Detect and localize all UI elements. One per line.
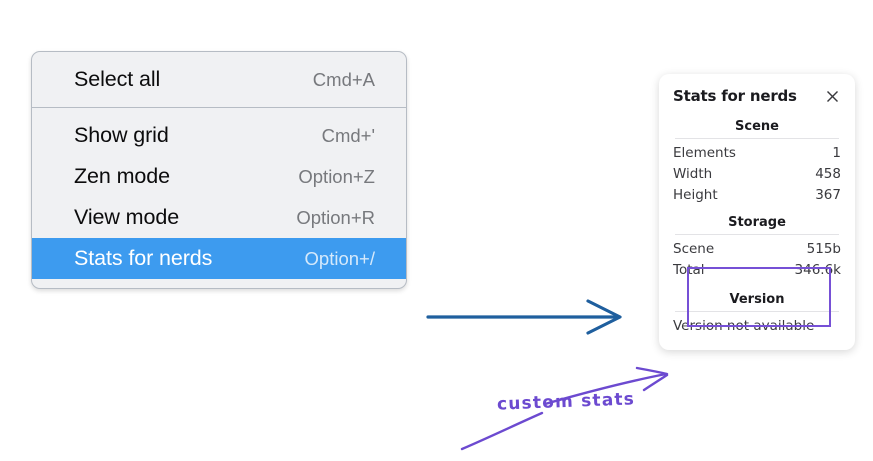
menu-item-view-mode[interactable]: View mode Option+R bbox=[32, 197, 406, 238]
page-title: Stats for nerds bbox=[673, 87, 797, 105]
section-divider bbox=[675, 138, 839, 139]
stat-row: Height 367 bbox=[673, 185, 841, 206]
stat-key: Elements bbox=[673, 145, 736, 161]
stats-panel: Stats for nerds Scene Elements 1 Width bbox=[659, 74, 855, 350]
section-heading: Scene bbox=[735, 119, 779, 134]
menu-group-1: Select all Cmd+A bbox=[32, 59, 406, 100]
stat-value: 367 bbox=[815, 187, 841, 203]
stat-key: Scene bbox=[673, 241, 715, 257]
flow-arrow-icon bbox=[426, 299, 622, 335]
menu-group-2: Show grid Cmd+' Zen mode Option+Z View m… bbox=[32, 107, 406, 279]
close-icon[interactable] bbox=[824, 88, 841, 105]
menu-item-shortcut: Option+Z bbox=[298, 165, 375, 187]
menu-item-label: Zen mode bbox=[74, 164, 171, 188]
section-storage: Storage Scene 515b Total 346.6k bbox=[673, 213, 841, 281]
menu-item-label: View mode bbox=[74, 205, 180, 229]
stat-value: 515b bbox=[806, 241, 841, 257]
section-divider bbox=[675, 234, 839, 235]
section-divider bbox=[675, 311, 839, 312]
menu-item-shortcut: Cmd+' bbox=[321, 124, 375, 146]
menu-item-label: Show grid bbox=[74, 123, 169, 147]
menu-item-zen-mode[interactable]: Zen mode Option+Z bbox=[32, 156, 406, 197]
menu-item-label: Select all bbox=[74, 67, 161, 91]
menu-item-shortcut: Cmd+A bbox=[312, 68, 375, 90]
stat-value: 1 bbox=[832, 145, 841, 161]
custom-stats-underline-stroke-icon bbox=[460, 411, 544, 451]
menu-item-shortcut: Option+R bbox=[296, 206, 375, 228]
menu-item-shortcut: Option+/ bbox=[304, 247, 375, 269]
stat-value: 458 bbox=[815, 166, 841, 182]
stat-key: Height bbox=[673, 187, 718, 203]
stat-row: Elements 1 bbox=[673, 143, 841, 164]
custom-stats-annotation-label: custom stats bbox=[496, 389, 636, 415]
version-value: Version not available bbox=[673, 318, 815, 334]
stat-row: Width 458 bbox=[673, 164, 841, 185]
section-version: Version Version not available bbox=[673, 290, 841, 337]
stat-value: 346.6k bbox=[794, 262, 841, 278]
menu-item-stats-for-nerds[interactable]: Stats for nerds Option+/ bbox=[32, 238, 406, 279]
section-scene: Scene Elements 1 Width 458 Height 367 bbox=[673, 117, 841, 206]
stats-panel-header: Stats for nerds bbox=[673, 87, 841, 105]
section-heading: Storage bbox=[728, 215, 786, 230]
stat-key: Width bbox=[673, 166, 713, 182]
menu-item-select-all[interactable]: Select all Cmd+A bbox=[32, 59, 406, 100]
stat-row: Scene 515b bbox=[673, 239, 841, 260]
section-heading: Version bbox=[729, 292, 785, 307]
menu-item-label: Stats for nerds bbox=[74, 246, 213, 270]
stat-key: Total bbox=[673, 262, 705, 278]
context-menu[interactable]: Select all Cmd+A Show grid Cmd+' Zen mod… bbox=[31, 51, 407, 289]
menu-item-show-grid[interactable]: Show grid Cmd+' bbox=[32, 115, 406, 156]
stat-row: Total 346.6k bbox=[673, 260, 841, 281]
